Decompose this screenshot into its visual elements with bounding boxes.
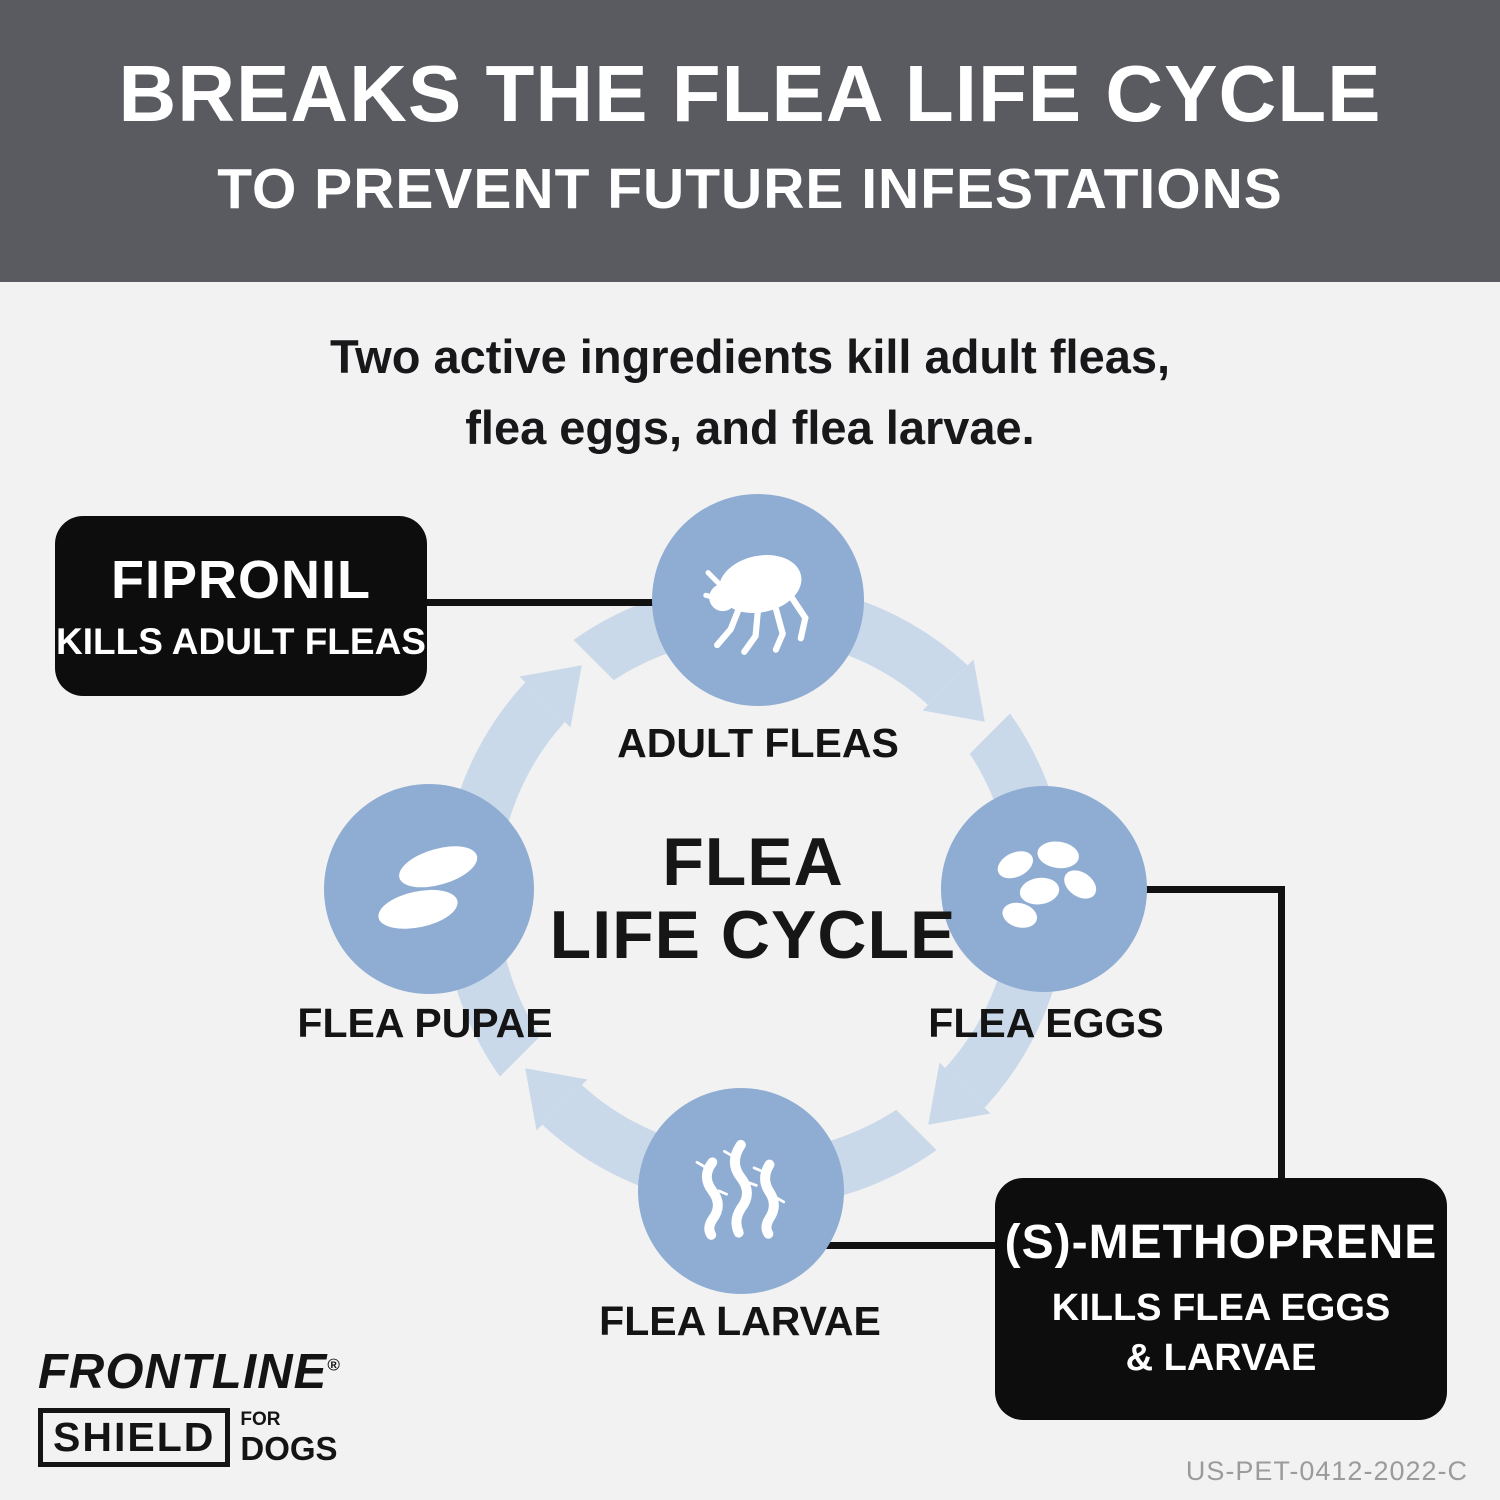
fipronil-connector-line bbox=[425, 599, 660, 606]
fipronil-title: FIPRONIL bbox=[111, 550, 371, 610]
registered-mark: ® bbox=[327, 1355, 341, 1375]
methoprene-description-line-2: & LARVAE bbox=[1125, 1336, 1317, 1379]
eggs-connector-line-horizontal bbox=[1140, 886, 1285, 893]
fipronil-description: KILLS ADULT FLEAS bbox=[56, 621, 426, 662]
intro-text: Two active ingredients kill adult fleas,… bbox=[0, 322, 1500, 463]
fipronil-callout: FIPRONIL KILLS ADULT FLEAS bbox=[55, 516, 427, 696]
brand-text: FRONTLINE bbox=[38, 1345, 328, 1399]
frontline-logo: FRONTLINE® SHIELD FOR DOGS bbox=[38, 1344, 341, 1467]
cycle-arrow-icon bbox=[519, 631, 616, 728]
methoprene-callout: (S)-METHOPRENE KILLS FLEA EGGS & LARVAE bbox=[995, 1178, 1447, 1420]
dogs-text: DOGS bbox=[240, 1430, 338, 1467]
cycle-center-title: FLEA LIFE CYCLE bbox=[549, 824, 957, 974]
flea-pupae-circle bbox=[324, 784, 534, 994]
cycle-center-line-2: LIFE CYCLE bbox=[549, 897, 957, 974]
frontline-brand-name: FRONTLINE® bbox=[38, 1344, 341, 1400]
cycle-center-line-1: FLEA bbox=[662, 824, 844, 900]
intro-line-1: Two active ingredients kill adult fleas, bbox=[329, 330, 1171, 383]
cycle-arrow-icon bbox=[922, 659, 1019, 756]
for-dogs-stack: FOR DOGS bbox=[240, 1408, 337, 1467]
shield-box: SHIELD bbox=[38, 1408, 231, 1467]
eggs-icon bbox=[997, 841, 1097, 928]
eggs-connector-line-vertical bbox=[1278, 886, 1285, 1182]
stage-label-flea-eggs: FLEA EGGS bbox=[928, 1000, 1164, 1046]
methoprene-description: KILLS FLEA EGGS & LARVAE bbox=[995, 1284, 1447, 1383]
shield-for-dogs-lockup: SHIELD FOR DOGS bbox=[38, 1408, 341, 1467]
stage-label-flea-larvae: FLEA LARVAE bbox=[599, 1298, 881, 1344]
cycle-arrow-icon bbox=[894, 1062, 991, 1159]
headline: BREAKS THE FLEA LIFE CYCLE bbox=[118, 49, 1382, 138]
intro-line-2: flea eggs, and flea larvae. bbox=[465, 400, 1035, 454]
stage-label-adult-fleas: ADULT FLEAS bbox=[617, 720, 899, 766]
flea-larvae-circle bbox=[638, 1088, 844, 1294]
flea-icon bbox=[703, 555, 809, 656]
header-banner: BREAKS THE FLEA LIFE CYCLE TO PREVENT FU… bbox=[0, 0, 1500, 282]
regulatory-code: US-PET-0412-2022-C bbox=[1185, 1456, 1468, 1486]
methoprene-description-line-1: KILLS FLEA EGGS bbox=[1051, 1287, 1391, 1330]
flea-eggs-circle bbox=[941, 786, 1147, 992]
larvae-icon bbox=[695, 1139, 786, 1240]
subheadline: TO PREVENT FUTURE INFESTATIONS bbox=[217, 157, 1283, 221]
larvae-connector-line bbox=[820, 1242, 1000, 1249]
adult-fleas-circle bbox=[652, 494, 864, 706]
pupae-icon bbox=[378, 846, 478, 929]
cycle-arrow-icon bbox=[491, 1034, 588, 1131]
for-text: FOR bbox=[240, 1409, 281, 1430]
methoprene-title: (S)-METHOPRENE bbox=[1004, 1216, 1438, 1270]
stage-label-flea-pupae: FLEA PUPAE bbox=[297, 1000, 553, 1046]
